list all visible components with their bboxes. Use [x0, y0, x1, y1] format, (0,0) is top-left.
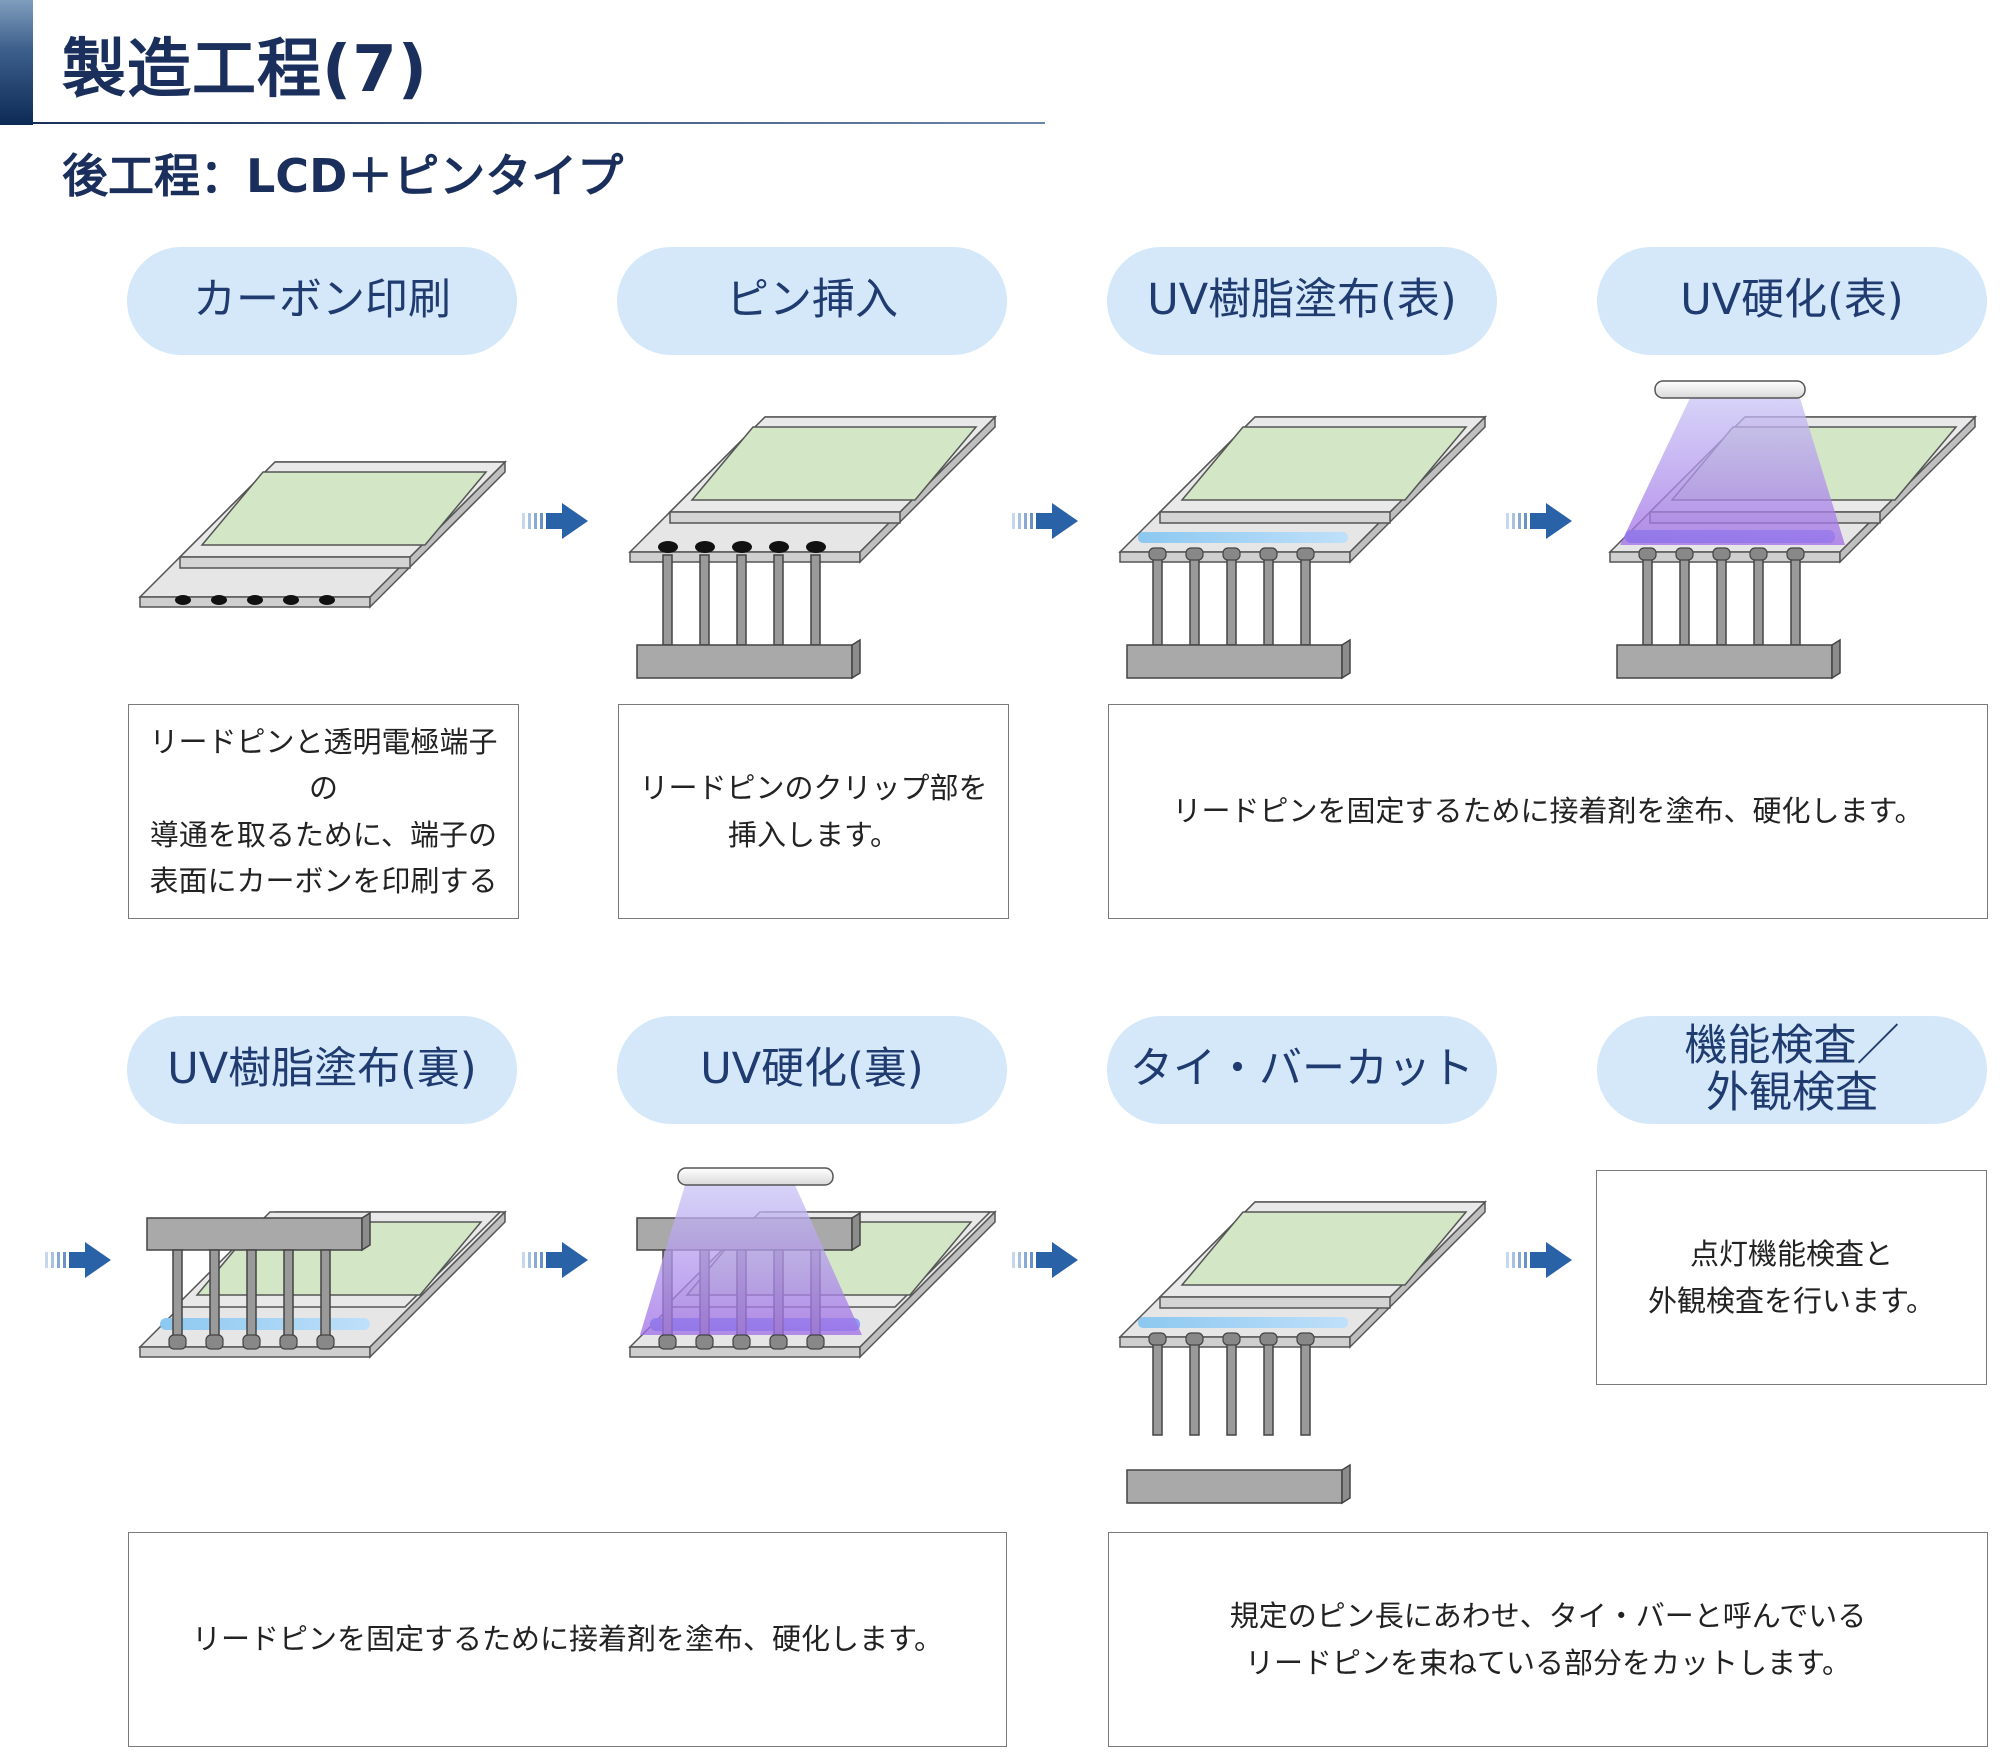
arrow-icon — [45, 1242, 111, 1278]
description-uv-back: リードピンを固定するために接着剤を塗布、硬化します。 — [128, 1532, 1007, 1747]
illustration-uv-resin-front — [1118, 415, 1487, 680]
illustration-uv-cure-front — [1608, 380, 1977, 680]
step-label-carbon-print: カーボン印刷 — [127, 247, 517, 355]
illustration-uv-cure-back — [628, 1167, 997, 1359]
arrow-icon — [1506, 503, 1572, 539]
arrow-icon — [522, 503, 588, 539]
arrow-icon — [522, 1242, 588, 1278]
description-carbon-print: リードピンと透明電極端子の 導通を取るために、端子の 表面にカーボンを印刷する — [128, 704, 519, 919]
arrow-icon — [1012, 503, 1078, 539]
step-label-uv-resin-back: UV樹脂塗布(裏) — [127, 1016, 517, 1124]
description-pin-insert: リードピンのクリップ部を 挿入します。 — [618, 704, 1009, 919]
illustration-uv-resin-back — [138, 1210, 507, 1359]
title-underline — [33, 122, 1045, 124]
step-label-uv-cure-back: UV硬化(裏) — [617, 1016, 1007, 1124]
step-label-inspection: 機能検査／ 外観検査 — [1597, 1016, 1987, 1124]
description-inspection: 点灯機能検査と 外観検査を行います。 — [1596, 1170, 1987, 1385]
step-label-tie-bar-cut: タイ・バーカット — [1107, 1016, 1497, 1124]
step-label-uv-resin-front: UV樹脂塗布(表) — [1107, 247, 1497, 355]
description-tie-bar-cut: 規定のピン長にあわせ、タイ・バーと呼んでいる リードピンを束ねている部分をカット… — [1108, 1532, 1988, 1747]
title-accent-bar — [0, 0, 33, 125]
illustration-pin-insert — [628, 415, 997, 680]
illustration-carbon-print — [138, 460, 507, 609]
description-uv-front: リードピンを固定するために接着剤を塗布、硬化します。 — [1108, 704, 1988, 919]
page-title: 製造工程(7) — [62, 33, 429, 107]
arrow-icon — [1506, 1242, 1572, 1278]
illustration-tie-bar-cut — [1118, 1200, 1487, 1505]
step-label-pin-insert: ピン挿入 — [617, 247, 1007, 355]
step-label-uv-cure-front: UV硬化(表) — [1597, 247, 1987, 355]
arrow-icon — [1012, 1242, 1078, 1278]
page-subtitle: 後工程：LCD＋ピンタイプ — [62, 149, 624, 203]
